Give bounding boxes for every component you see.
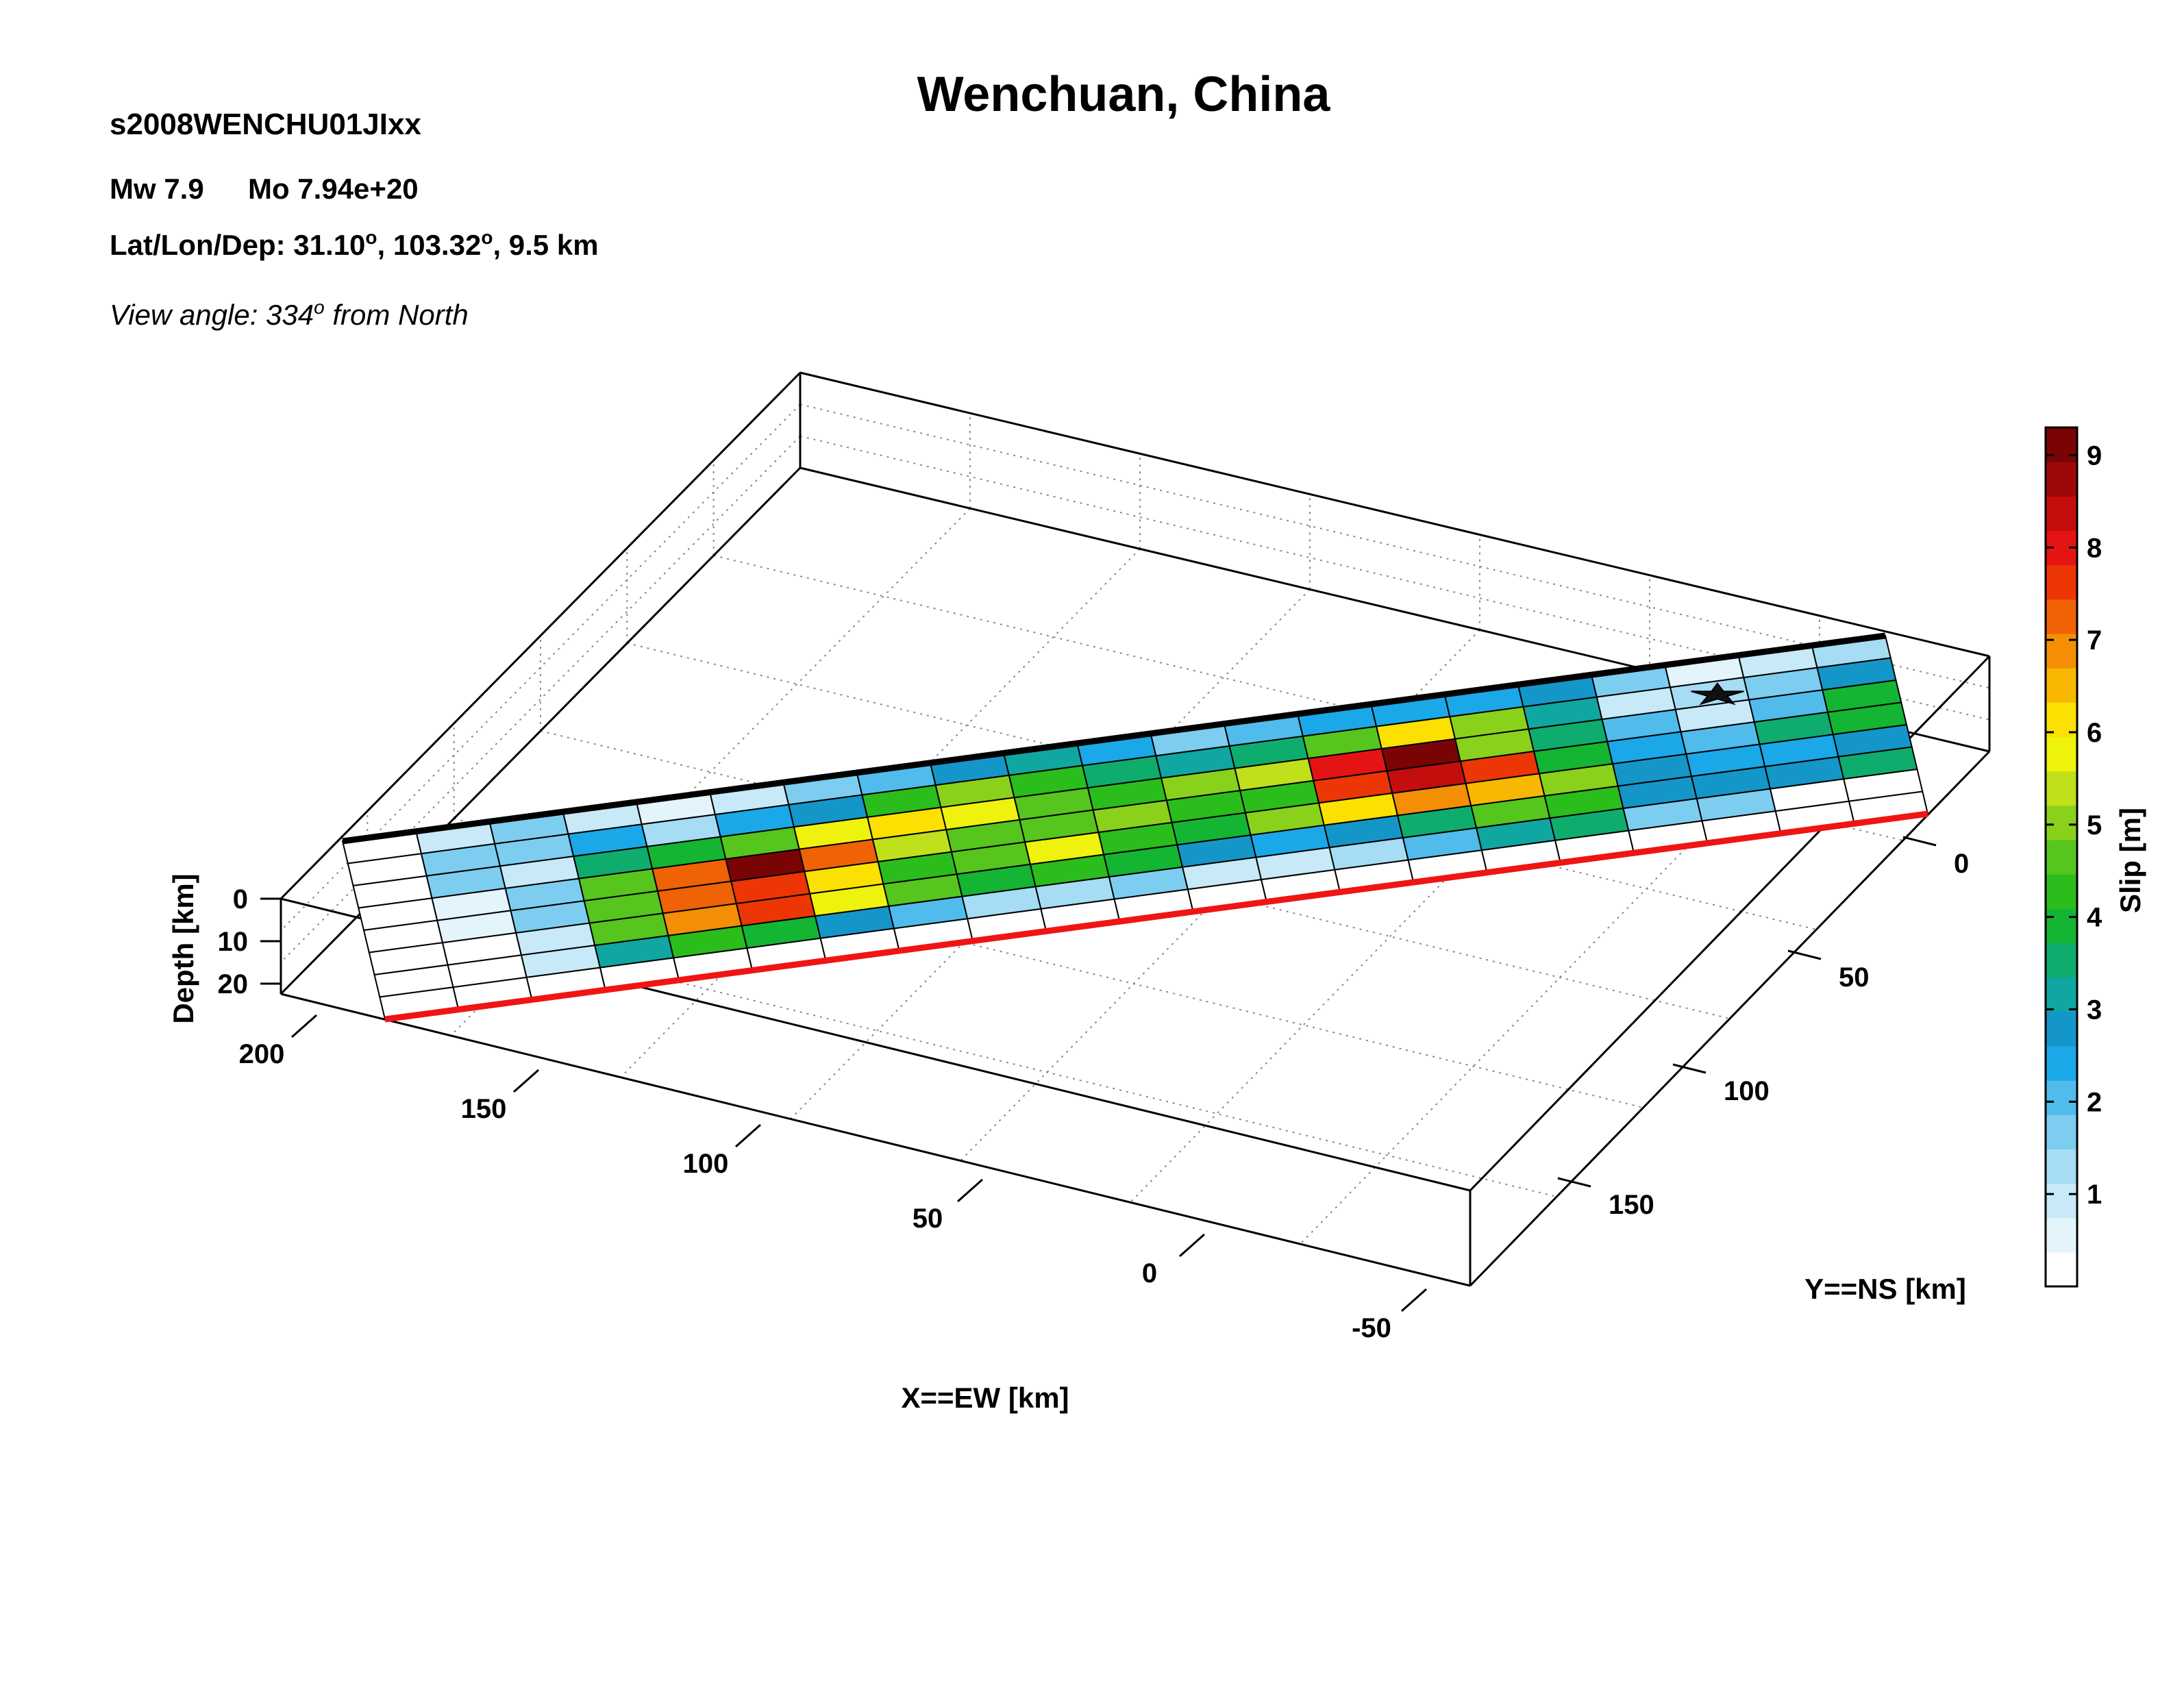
z-axis-tick-label: 20 bbox=[218, 969, 249, 999]
view-angle: View angle: 334o from North bbox=[110, 297, 469, 331]
floor-grid-line bbox=[713, 555, 1903, 841]
box-bottom-front-edge bbox=[280, 993, 1471, 1287]
x-axis-tick bbox=[1401, 1288, 1427, 1312]
colorbar-tick-label: 3 bbox=[2087, 995, 2102, 1025]
colorbar-swatch bbox=[2046, 1217, 2077, 1253]
location-lon: , 103.32 bbox=[377, 229, 482, 261]
chart-title: Wenchuan, China bbox=[917, 67, 1331, 122]
hypocenter-star-icon bbox=[1691, 682, 1744, 706]
colorbar-tick-label: 4 bbox=[2087, 903, 2102, 933]
location-dep: , 9.5 km bbox=[493, 229, 598, 261]
x-axis-tick-label: -50 bbox=[1352, 1313, 1391, 1343]
x-axis-tick-label: 100 bbox=[683, 1149, 729, 1179]
x-axis-tick bbox=[291, 1014, 317, 1038]
y-axis-tick bbox=[1787, 949, 1822, 960]
x-axis-tick bbox=[735, 1123, 761, 1148]
colorbar-tick-label: 6 bbox=[2087, 718, 2102, 748]
box-bottom-right-edge bbox=[1469, 750, 1991, 1287]
y-axis-tick-label: 50 bbox=[1839, 962, 1870, 993]
colorbar-swatch bbox=[2046, 564, 2077, 600]
y-axis-tick bbox=[1672, 1063, 1707, 1074]
fault-bottom-edge bbox=[384, 810, 1928, 1023]
z-axis-tick-label: 0 bbox=[233, 884, 248, 914]
colorbar-swatch bbox=[2046, 1149, 2077, 1184]
colorbar-tick-label: 5 bbox=[2087, 810, 2102, 840]
colorbar-swatch bbox=[2046, 908, 2077, 943]
location-line: Lat/Lon/Dep: 31.10o, 103.32o, 9.5 km bbox=[110, 227, 599, 261]
view-angle-suffix: from North bbox=[325, 299, 469, 331]
colorbar-swatch bbox=[2046, 496, 2077, 532]
colorbar-tick-label: 9 bbox=[2087, 440, 2102, 471]
colorbar-tick-label: 1 bbox=[2087, 1180, 2102, 1210]
colorbar-swatch bbox=[2046, 427, 2077, 462]
box-top-back-edge bbox=[799, 371, 1990, 658]
view-angle-prefix: View angle: 334 bbox=[110, 299, 314, 331]
colorbar-swatch bbox=[2046, 668, 2077, 703]
colorbar: 1 2 3 4 5 6 7 8 9 bbox=[2044, 426, 2102, 1288]
y-axis-label: Y==NS [km] bbox=[1804, 1273, 1966, 1305]
colorbar-swatch bbox=[2046, 633, 2077, 669]
x-axis-tick bbox=[513, 1069, 539, 1093]
colorbar-swatch bbox=[2046, 1080, 2077, 1115]
fault-plane-cells bbox=[341, 634, 1929, 1021]
colorbar-swatch bbox=[2046, 462, 2077, 497]
colorbar-swatch bbox=[2046, 1011, 2077, 1047]
colorbar-swatch bbox=[2046, 805, 2077, 840]
x-axis-tick-label: 0 bbox=[1142, 1258, 1157, 1288]
colorbar-tick-label: 7 bbox=[2087, 625, 2102, 656]
magnitude-mw: Mw 7.9 bbox=[110, 173, 204, 205]
colorbar-swatch bbox=[2046, 1045, 2077, 1081]
colorbar-swatch bbox=[2046, 736, 2077, 772]
x-axis-label: X==EW [km] bbox=[901, 1382, 1069, 1414]
magnitude-mo: Mo 7.94e+20 bbox=[248, 173, 419, 205]
box-top-left-edge bbox=[280, 371, 802, 900]
colorbar-tick-label: 8 bbox=[2087, 533, 2102, 563]
location-lat: Lat/Lon/Dep: 31.10 bbox=[110, 229, 365, 261]
x-axis-tick-label: 200 bbox=[239, 1039, 285, 1069]
fault-top-edge bbox=[342, 632, 1886, 845]
colorbar-swatch bbox=[2046, 874, 2077, 909]
colorbar-swatch bbox=[2046, 1251, 2077, 1287]
y-axis-tick bbox=[1902, 836, 1937, 847]
wall-grid-line bbox=[799, 403, 1990, 689]
colorbar-swatch bbox=[2046, 943, 2077, 978]
axes: 200 150 100 50 0 -50 0 50 100 150 0 10 20 bbox=[218, 836, 1969, 1343]
colorbar-tick-label: 2 bbox=[2087, 1087, 2102, 1117]
x-axis-tick bbox=[957, 1178, 983, 1203]
y-axis-tick-label: 0 bbox=[1954, 849, 1969, 879]
colorbar-swatch bbox=[2046, 977, 2077, 1012]
colorbar-label: Slip [m] bbox=[2114, 808, 2146, 913]
x-axis-tick-label: 150 bbox=[461, 1094, 507, 1124]
colorbar-swatch bbox=[2046, 599, 2077, 634]
view-angle-degree: o bbox=[314, 297, 325, 318]
colorbar-swatch bbox=[2046, 839, 2077, 875]
location-degree-2: o bbox=[481, 227, 493, 248]
y-axis-tick bbox=[1557, 1177, 1591, 1188]
z-axis-tick-label: 10 bbox=[218, 927, 249, 957]
colorbar-swatch bbox=[2046, 771, 2077, 806]
x-axis-tick-label: 50 bbox=[913, 1204, 943, 1234]
z-axis-label: Depth [km] bbox=[167, 873, 199, 1023]
event-id: s2008WENCHU01JIxx bbox=[110, 108, 421, 141]
x-axis-tick bbox=[1179, 1233, 1205, 1258]
colorbar-frame bbox=[2044, 426, 2078, 1288]
colorbar-swatch bbox=[2046, 1114, 2077, 1149]
wall-grid-line bbox=[799, 435, 1990, 721]
y-axis-tick-label: 150 bbox=[1609, 1190, 1654, 1220]
colorbar-swatch bbox=[2046, 1183, 2077, 1219]
y-axis-tick-label: 100 bbox=[1724, 1076, 1770, 1106]
location-degree-1: o bbox=[365, 227, 377, 248]
